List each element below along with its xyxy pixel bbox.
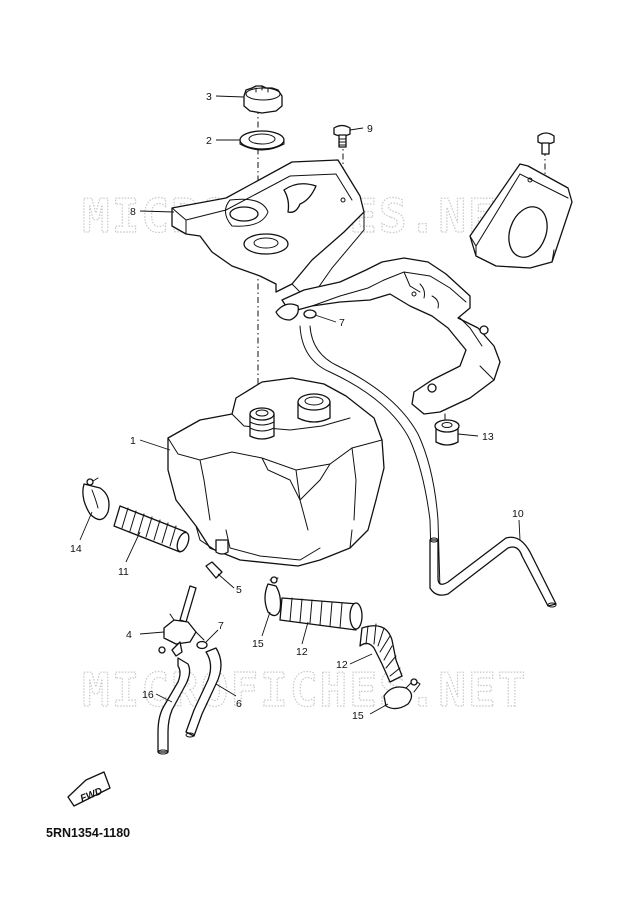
fuel-hose-short (185, 647, 222, 738)
callout-3: 3 (206, 91, 212, 103)
corrugated-hose-upper (279, 597, 363, 631)
leader-line (369, 703, 389, 715)
forward-direction-arrow: FWD (67, 771, 111, 807)
tank-bracket (275, 257, 501, 415)
leader-line (215, 95, 245, 98)
bracket-bolt (537, 132, 555, 155)
callout-14: 14 (70, 543, 82, 555)
leader-line (349, 127, 364, 131)
leader-line (349, 653, 373, 665)
callout-11: 11 (118, 566, 129, 578)
diagram-code: 5RN1354-1180 (46, 826, 131, 840)
callout-15-lower: 15 (352, 710, 364, 722)
watermark-bottom: MICROFICHES.NET (82, 663, 527, 717)
hose-clip-upper (303, 309, 317, 319)
leader-line (125, 531, 141, 563)
callout-2: 2 (206, 135, 212, 147)
callout-4: 4 (126, 629, 132, 641)
tank-cover (171, 159, 365, 293)
fuel-cap (243, 85, 283, 114)
fuel-tank (167, 377, 385, 567)
bolt (333, 124, 351, 148)
leader-line (139, 439, 171, 451)
callout-6: 6 (236, 698, 242, 710)
leader-line (155, 693, 173, 703)
corrugated-hose-lower (359, 623, 403, 683)
breather-hose (429, 536, 557, 608)
leader-line (301, 621, 309, 645)
leader-line (261, 611, 271, 637)
leader-line (215, 683, 237, 697)
hose-clip-lower (196, 640, 208, 650)
leader-line (139, 631, 165, 635)
hose-clamp-lower (383, 678, 421, 710)
callout-7-upper: 7 (339, 317, 345, 329)
callout-16: 16 (142, 689, 154, 701)
hose-clamp-left (82, 477, 110, 521)
leader-line (79, 511, 93, 541)
vent-hose-long (299, 325, 441, 591)
callout-8: 8 (130, 206, 136, 218)
leader-line (457, 433, 479, 437)
leader-line (217, 573, 235, 589)
leader-line (205, 629, 219, 643)
cap-seal-ring (239, 130, 285, 151)
callout-15-upper: 15 (252, 638, 264, 650)
callout-7-lower: 7 (218, 620, 224, 632)
leader-line (518, 519, 521, 541)
callout-12-upper: 12 (296, 646, 308, 658)
leader-line (139, 210, 175, 213)
hose-clamp-upper (264, 576, 282, 617)
mounting-plate (469, 163, 573, 269)
callout-9: 9 (367, 123, 373, 135)
callout-10: 10 (512, 508, 524, 520)
fuel-hose (157, 657, 191, 755)
corrugated-hose (113, 505, 190, 553)
rubber-grommet (434, 419, 460, 446)
callout-13: 13 (482, 431, 494, 443)
callout-5: 5 (236, 584, 242, 596)
fuel-cock (158, 585, 205, 657)
callout-1: 1 (130, 435, 136, 447)
callout-12-lower: 12 (336, 659, 348, 671)
leader-line (314, 314, 337, 323)
